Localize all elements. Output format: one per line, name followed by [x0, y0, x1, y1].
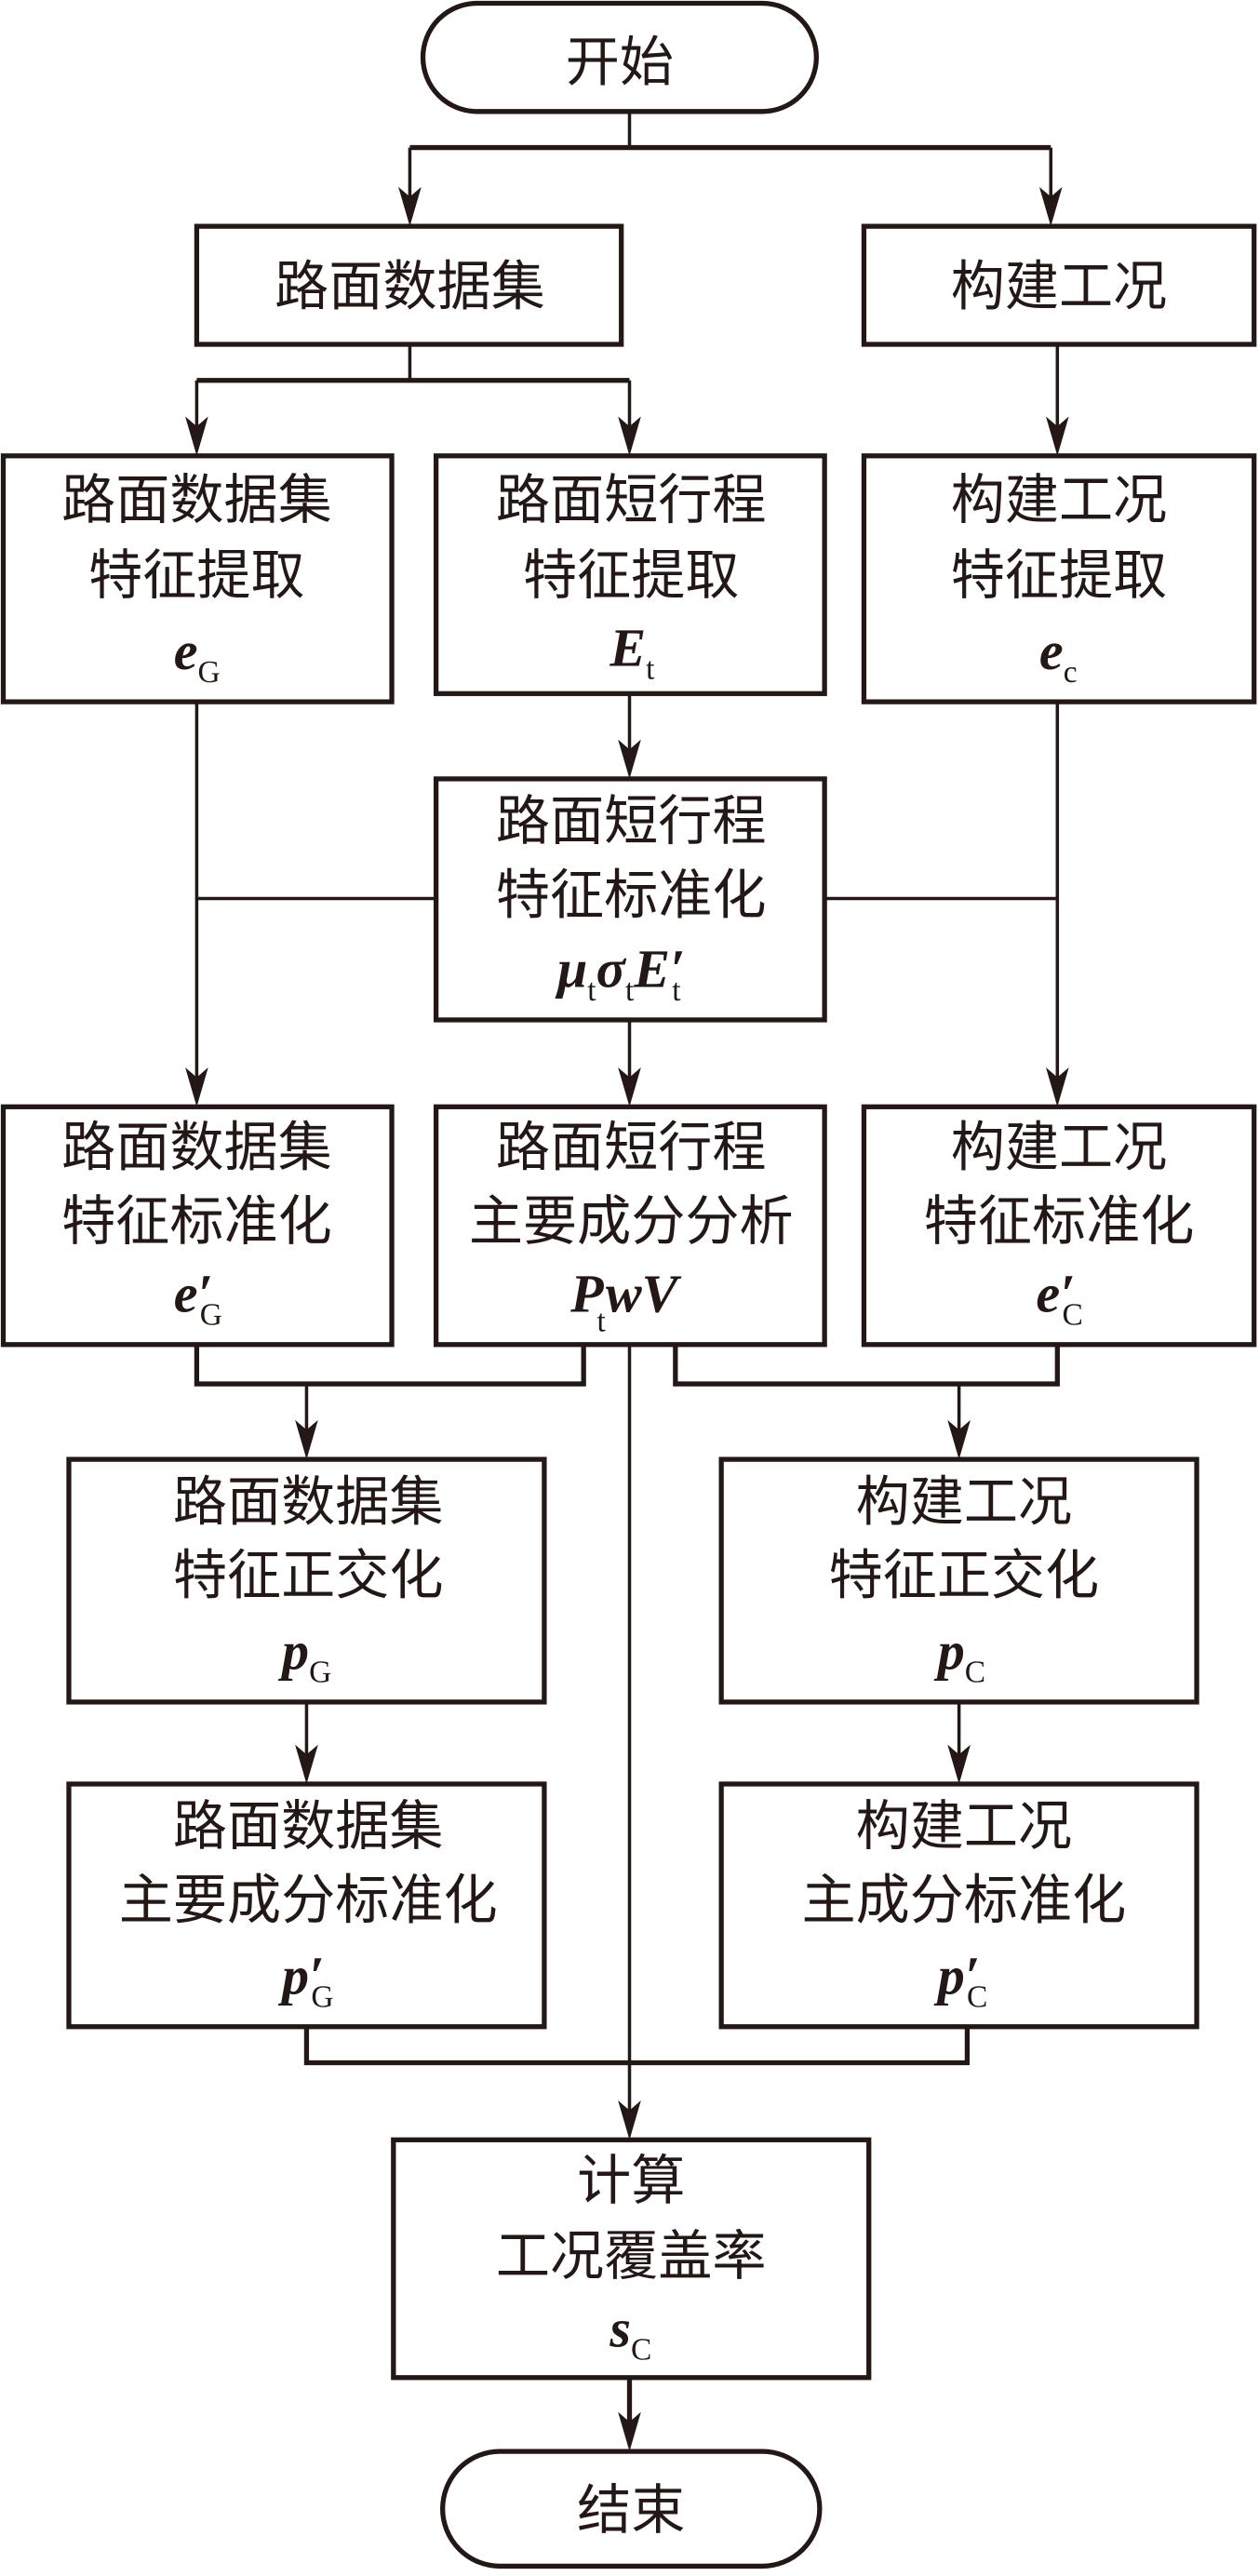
node-symbol: e′C [1036, 1264, 1082, 1333]
build-condition-node: 构建工况 [861, 223, 1257, 347]
arrow-icon [295, 1419, 318, 1460]
connector-right-merge [673, 1344, 1060, 1387]
cond-feat-extract-node: 构建工况 特征提取 ec [861, 453, 1257, 704]
node-line: 主要成分标准化 [119, 1868, 498, 1931]
arrow-icon [618, 2411, 641, 2452]
road-dataset-node: 路面数据集 [194, 223, 624, 347]
road-feat-std-node: 路面数据集 特征标准化 e′G [0, 1104, 395, 1348]
node-line: 构建工况 [951, 468, 1168, 531]
node-symbol: sC [609, 2298, 651, 2367]
cond-orth-node: 构建工况 特征正交化 pC [718, 1456, 1199, 1705]
arrowheads [185, 186, 1069, 2452]
node-symbol: pC [933, 1621, 985, 1690]
arrow-icon [618, 2100, 641, 2140]
end-node: 结束 [440, 2449, 823, 2569]
node-symbol: pG [277, 1621, 331, 1690]
node-line: 特征正交化 [173, 1544, 444, 1607]
connector-bottom-merge [303, 2026, 971, 2066]
cond-pc-std-node: 构建工况 主成分标准化 p′C [718, 1781, 1199, 2030]
arrow-icon [1038, 186, 1063, 227]
node-line: 特征标准化 [61, 1189, 332, 1253]
node-line: 特征提取 [951, 543, 1168, 607]
connector-left-merge [194, 1344, 586, 1387]
node-line: 工况覆盖率 [496, 2224, 767, 2288]
build-condition-label: 构建工况 [951, 255, 1168, 318]
arrow-icon [618, 739, 641, 779]
node-line: 路面数据集 [61, 468, 332, 531]
arrow-icon [185, 416, 208, 456]
node-line: 计算 [577, 2149, 685, 2212]
end-label: 结束 [577, 2478, 685, 2542]
start-node: 开始 [420, 0, 819, 114]
arrow-icon [947, 1744, 971, 1784]
node-line: 路面数据集 [61, 1116, 332, 1179]
node-line: 构建工况 [856, 1794, 1073, 1858]
node-symbol: μtσtE′t [555, 939, 685, 1008]
arrow-icon [1045, 1067, 1069, 1107]
node-line: 特征标准化 [496, 863, 767, 926]
arrow-icon [1045, 416, 1069, 456]
arrow-icon [618, 416, 641, 456]
connectors [194, 111, 1060, 2438]
node-symbol: e′G [174, 1264, 222, 1333]
short-trip-std-node: 路面短行程 特征标准化 μtσtE′t [433, 776, 827, 1023]
node-symbol: p′G [277, 1946, 333, 2015]
arrow-icon [185, 1067, 208, 1107]
arrow-icon [398, 186, 422, 227]
node-line: 构建工况 [856, 1469, 1073, 1533]
node-symbol: ec [1039, 621, 1078, 690]
road-orth-node: 路面数据集 特征正交化 pG [66, 1456, 547, 1705]
short-trip-pca-node: 路面短行程 主要成分分析 PtwV [433, 1104, 827, 1348]
node-line: 特征提取 [523, 543, 740, 607]
node-line: 路面短行程 [496, 789, 767, 852]
node-symbol: Et [609, 617, 655, 686]
node-line: 路面数据集 [173, 1794, 444, 1858]
node-line: 特征正交化 [829, 1544, 1100, 1607]
node-line: 路面短行程 [496, 1116, 767, 1179]
arrow-icon [947, 1419, 971, 1460]
arrow-icon [295, 1744, 318, 1784]
node-line: 路面短行程 [496, 468, 767, 531]
road-pc-std-node: 路面数据集 主要成分标准化 p′G [66, 1781, 547, 2030]
node-symbol: p′C [933, 1946, 988, 2015]
start-label: 开始 [566, 30, 674, 93]
node-line: 特征提取 [88, 543, 305, 607]
node-line: 特征标准化 [924, 1189, 1195, 1253]
road-feat-extract-node: 路面数据集 特征提取 eG [0, 453, 395, 704]
cond-feat-std-node: 构建工况 特征标准化 e′C [861, 1104, 1257, 1348]
node-symbol: PtwV [569, 1264, 682, 1339]
node-line: 构建工况 [951, 1116, 1168, 1179]
road-dataset-label: 路面数据集 [275, 255, 545, 318]
short-trip-extract-node: 路面短行程 特征提取 Et [433, 453, 827, 696]
arrow-icon [618, 1067, 641, 1107]
node-line: 主成分标准化 [802, 1868, 1127, 1931]
node-line: 主要成分分析 [469, 1189, 794, 1253]
calc-coverage-node: 计算 工况覆盖率 sC [391, 2137, 872, 2381]
node-line: 路面数据集 [173, 1469, 444, 1533]
node-symbol: eG [174, 621, 221, 690]
